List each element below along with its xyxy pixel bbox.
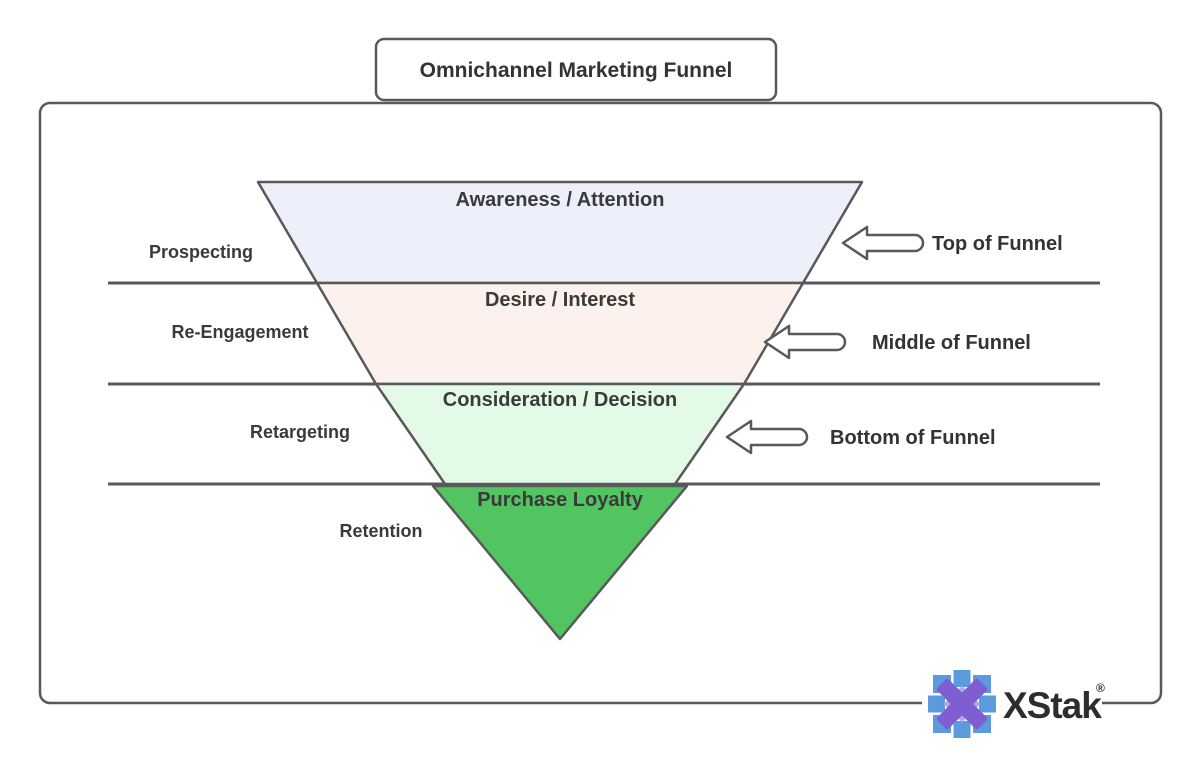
page-title: Omnichannel Marketing Funnel bbox=[420, 59, 733, 82]
xstak-logo-text: XStak bbox=[1003, 685, 1102, 726]
side-label-retention: Retention bbox=[340, 521, 423, 541]
annotation-top-of-funnel: Top of Funnel bbox=[841, 225, 1063, 261]
left-arrow-icon bbox=[725, 419, 809, 455]
annotation-bottom-of-funnel: Bottom of Funnel bbox=[725, 419, 996, 455]
stage-label-purchase: Purchase Loyalty bbox=[477, 489, 644, 511]
annotation-label-bottom: Bottom of Funnel bbox=[830, 427, 996, 449]
logo-square bbox=[953, 670, 971, 687]
left-arrow-icon bbox=[763, 324, 847, 360]
stage-label-awareness: Awareness / Attention bbox=[456, 189, 665, 211]
logo-square bbox=[953, 721, 971, 738]
funnel-stage-purchase bbox=[431, 484, 689, 641]
title-box-border bbox=[374, 37, 778, 102]
stage-label-desire: Desire / Interest bbox=[485, 289, 635, 311]
xstak-logo: XStak ® bbox=[922, 666, 1105, 742]
left-arrow-icon bbox=[841, 225, 925, 261]
logo-square bbox=[928, 695, 945, 713]
logo-x-arm bbox=[936, 678, 988, 730]
stage-label-consideration: Consideration / Decision bbox=[443, 389, 677, 411]
annotation-middle-of-funnel: Middle of Funnel bbox=[763, 324, 1031, 360]
annotation-label-top: Top of Funnel bbox=[932, 233, 1063, 255]
logo-square bbox=[979, 695, 996, 713]
side-label-prospecting: Prospecting bbox=[149, 242, 253, 262]
side-label-re-engagement: Re-Engagement bbox=[171, 322, 308, 342]
title-box: Omnichannel Marketing Funnel bbox=[374, 37, 778, 102]
registered-mark: ® bbox=[1096, 681, 1105, 695]
funnel-stage-consideration bbox=[374, 382, 746, 486]
annotation-label-middle: Middle of Funnel bbox=[872, 332, 1031, 354]
side-label-retargeting: Retargeting bbox=[250, 422, 350, 442]
xstak-logo-icon bbox=[928, 670, 996, 738]
